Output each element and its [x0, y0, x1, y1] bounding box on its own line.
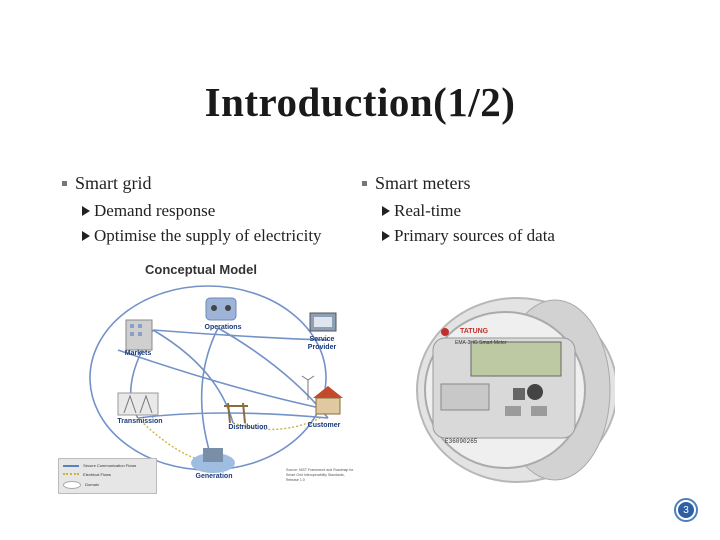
figure-legend: Secure Communication Flows Electrical Fl… [58, 458, 157, 494]
node-label-generation: Generation [192, 473, 236, 481]
bullet-text: Smart grid [75, 173, 152, 194]
markets-node [126, 320, 152, 350]
node-label-operations: Operations [203, 324, 243, 332]
legend-text: Secure Communication Flows [83, 463, 136, 468]
legend-swatch [63, 465, 79, 467]
legend-text: Domain [85, 482, 99, 487]
subitem: Optimise the supply of electricity [82, 223, 362, 248]
subitem-text: Demand response [94, 201, 215, 221]
arrow-bullet-icon [382, 231, 390, 241]
customer-node [302, 376, 343, 414]
arrow-bullet-icon [82, 206, 90, 216]
arrow-bullet-icon [82, 231, 90, 241]
legend-text: Electrical Flows [83, 472, 111, 477]
node-label-customer: Customer [302, 422, 346, 430]
meter-model: EMA-3HG Smart Meter [455, 340, 507, 346]
legend-swatch [63, 473, 79, 477]
subitem-text: Real-time [394, 201, 461, 221]
smart-meter-illustration [405, 288, 615, 488]
page-number: 3 [678, 502, 694, 518]
smart-meter-image: TATUNG EMA-3HG Smart Meter E36090265 [405, 288, 615, 488]
subitem: Demand response [82, 198, 362, 223]
arrow-bullet-icon [382, 206, 390, 216]
node-label-distribution: Distribution [223, 424, 273, 432]
meter-brand: TATUNG [460, 328, 488, 335]
bullet-text: Smart meters [375, 173, 470, 194]
right-column: Smart meters Real-time Primary sources o… [362, 170, 682, 248]
legend-item: Secure Communication Flows [63, 463, 136, 468]
conceptual-model-figure: Conceptual Model [58, 258, 358, 494]
operations-node [206, 298, 236, 320]
node-label-markets: Markets [120, 350, 156, 358]
legend-item: Electrical Flows [63, 472, 111, 477]
generation-node [191, 448, 235, 473]
subitem: Primary sources of data [382, 223, 682, 248]
subitem: Real-time [382, 198, 682, 223]
left-column: Smart grid Demand response Optimise the … [62, 170, 362, 248]
subitem-text: Primary sources of data [394, 226, 555, 246]
figure-source: Source: NIST Framework and Roadmap for S… [286, 468, 356, 483]
subitem-text: Optimise the supply of electricity [94, 226, 322, 246]
transmission-node [118, 393, 158, 415]
bullet-smart-meters: Smart meters [362, 170, 682, 196]
bullet-square-icon [362, 181, 367, 186]
legend-swatch [63, 481, 81, 489]
node-label-transmission: Transmission [112, 418, 168, 426]
bullet-square-icon [62, 181, 67, 186]
meter-serial: E36090265 [445, 438, 477, 445]
slide-title: Introduction(1/2) [0, 78, 720, 126]
legend-item: Domain [63, 481, 99, 489]
service-provider-node [310, 313, 336, 331]
page-number-badge: 3 [674, 498, 698, 522]
node-label-service-provider: Service Provider [302, 336, 342, 352]
bullet-smart-grid: Smart grid [62, 170, 362, 196]
